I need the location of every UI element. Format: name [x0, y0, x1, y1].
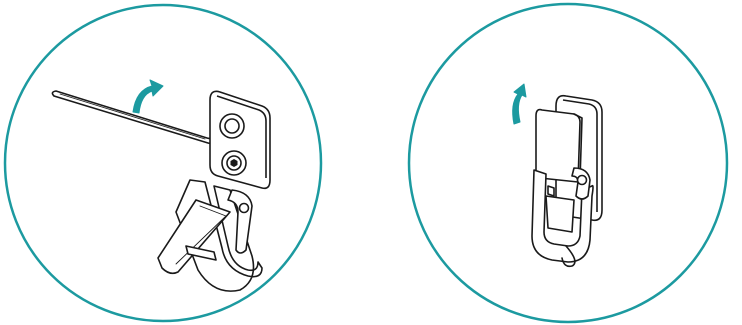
step-2-panel [396, 0, 742, 325]
lower-screw-icon [222, 151, 246, 175]
up-arrow-icon [513, 84, 526, 124]
step-1-illustration [0, 0, 330, 325]
step-1-panel [0, 0, 330, 325]
rotate-arrow-icon [133, 80, 163, 113]
upper-screw-icon [220, 114, 244, 138]
step-1-circle-frame [5, 5, 321, 321]
step-2-illustration [396, 0, 742, 325]
latch-hook-open [158, 180, 262, 291]
